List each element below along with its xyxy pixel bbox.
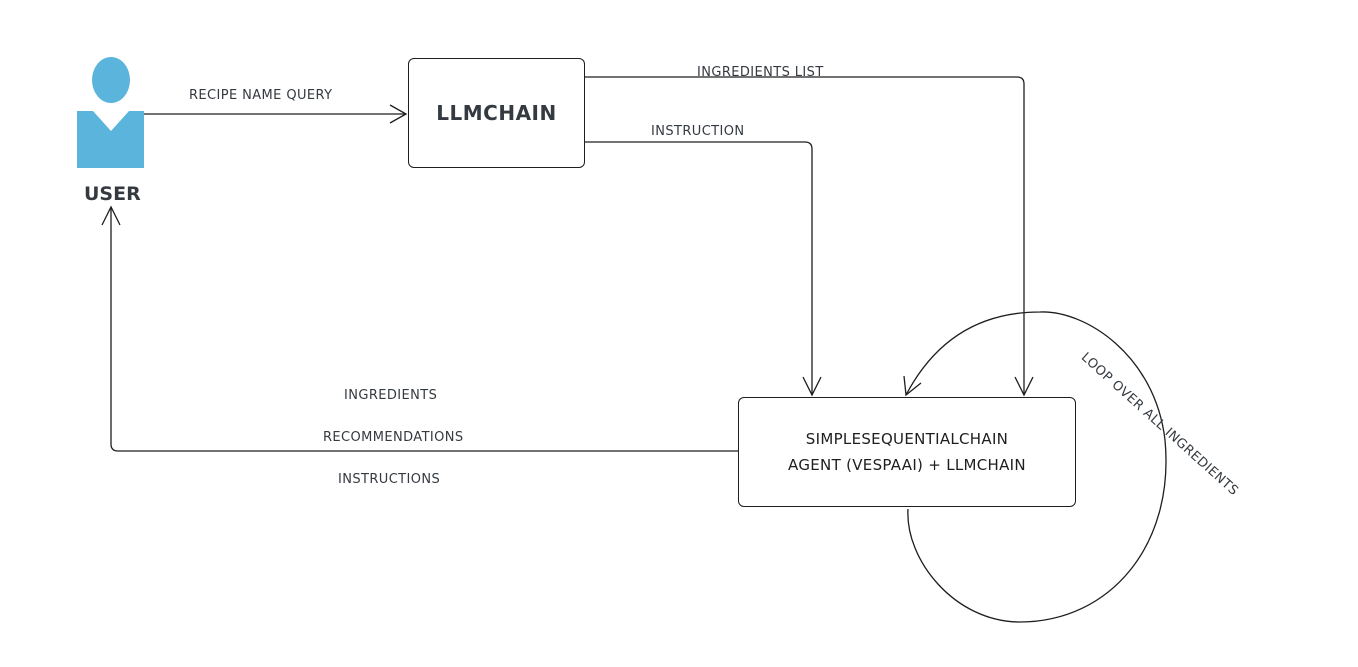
agent-label-line1: SIMPLESEQUENTIALCHAIN	[805, 430, 1009, 448]
agent-node[interactable]: SIMPLESEQUENTIALCHAIN AGENT (VESPAAI) + …	[738, 397, 1076, 507]
llmchain-label: LLMCHAIN	[436, 101, 557, 125]
edge-label-recommendations: RECOMMENDATIONS	[323, 430, 464, 445]
edge-instruction	[585, 141, 822, 397]
edge-label-recipe-query: RECIPE NAME QUERY	[189, 88, 333, 103]
edge-agent-to-user	[101, 205, 738, 452]
edge-label-instruction: INSTRUCTION	[651, 124, 745, 139]
edge-ingredients-list	[585, 76, 1034, 397]
user-icon	[77, 57, 144, 168]
user-label: USER	[84, 183, 141, 205]
edge-label-instructions: INSTRUCTIONS	[338, 472, 441, 487]
edge-label-ingredients: INGREDIENTS	[344, 388, 438, 403]
edge-label-ingredients-list: INGREDIENTS LIST	[697, 65, 824, 80]
edge-loop	[903, 311, 1167, 623]
edge-user-to-llmchain	[144, 104, 408, 124]
llmchain-node[interactable]: LLMCHAIN	[408, 58, 585, 168]
agent-label-line2: AGENT (VESPAAI) + LLMCHAIN	[788, 456, 1026, 474]
